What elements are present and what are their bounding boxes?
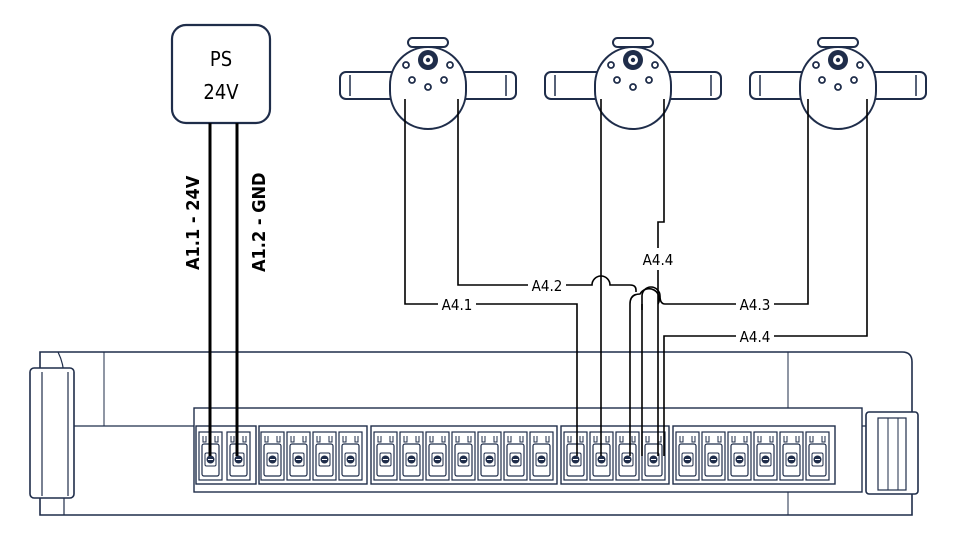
power-supply: PS 24V xyxy=(170,23,272,125)
power-supply-voltage: 24V xyxy=(203,80,239,104)
signal-wires xyxy=(404,99,868,456)
sensor-2-icon xyxy=(544,37,722,130)
terminal-block-a5 xyxy=(672,425,836,485)
signal-wire-labels: A4.1 A4.2 A4.3 A4.4 A4.4 xyxy=(438,248,774,346)
terminal-a5-3 xyxy=(727,431,752,481)
wire-a4-2-top xyxy=(457,99,637,291)
wire-a4-3 xyxy=(641,99,809,310)
wire-label-a4-1: A4.1 xyxy=(442,296,473,314)
terminal-a4-3 xyxy=(615,431,640,481)
terminal-a2-4 xyxy=(338,431,363,481)
terminal-a2-3 xyxy=(312,431,337,481)
terminal-a3-3 xyxy=(425,431,450,481)
right-din-clip xyxy=(865,411,919,495)
terminal-a3-6 xyxy=(503,431,528,481)
sensor-1-icon xyxy=(339,37,517,130)
terminal-a5-6 xyxy=(805,431,830,481)
terminal-a3-5 xyxy=(477,431,502,481)
terminal-a5-1 xyxy=(675,431,700,481)
terminal-a2-2 xyxy=(286,431,311,481)
terminal-a4-4 xyxy=(641,431,666,481)
wire-label-a1-2: A1.2 - GND xyxy=(249,172,270,272)
terminal-a5-2 xyxy=(701,431,726,481)
power-supply-name: PS xyxy=(210,47,232,71)
sensor-3-icon xyxy=(749,37,927,130)
terminal-a3-1 xyxy=(373,431,398,481)
wire-label-a1-1: A1.1 - 24V xyxy=(183,175,204,270)
terminal-a4-1 xyxy=(563,431,588,481)
wire-label-a4-4-top: A4.4 xyxy=(643,251,674,269)
wire-label-a4-4-bottom: A4.4 xyxy=(740,328,771,346)
terminal-a3-7 xyxy=(529,431,554,481)
wire-a4-2-jump xyxy=(629,287,661,305)
terminal-block-a3 xyxy=(370,425,558,485)
terminal-a3-2 xyxy=(399,431,424,481)
terminal-block-a2 xyxy=(258,425,368,485)
terminal-a5-4 xyxy=(753,431,778,481)
wire-a4-4-top xyxy=(657,99,665,456)
wire-a4-1 xyxy=(404,99,578,456)
terminal-block-a4 xyxy=(560,425,670,485)
power-wires xyxy=(208,123,239,456)
wire-label-a4-2: A4.2 xyxy=(532,277,563,295)
left-din-clip xyxy=(29,367,75,499)
wire-label-a4-3: A4.3 xyxy=(740,296,771,314)
terminal-a3-4 xyxy=(451,431,476,481)
terminal-a2-1 xyxy=(260,431,285,481)
terminal-block-a1 xyxy=(195,425,257,485)
terminal-a5-5 xyxy=(779,431,804,481)
